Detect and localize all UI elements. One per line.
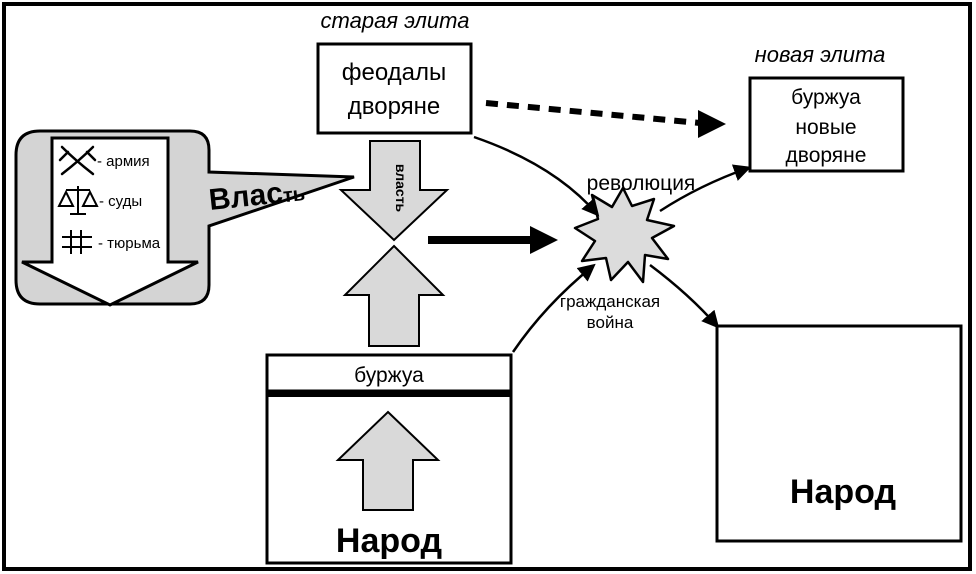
old-elite-line-1: феодалы — [342, 59, 447, 86]
callout-label: Власть — [207, 174, 306, 217]
people-up-arrow — [335, 410, 441, 511]
bourgeoisie-header-label: буржуа — [354, 364, 424, 387]
old-elite-title: старая элита — [321, 8, 470, 33]
arrow-old-to-revolution — [473, 135, 600, 217]
power-down-arrow — [21, 136, 199, 307]
new-elite-line-3: дворяне — [786, 144, 867, 167]
item-label-army: - армия — [97, 153, 150, 170]
new-elite-line-1: буржуа — [791, 86, 861, 109]
prison-grid-icon — [62, 230, 92, 254]
vertical-power-label: власть — [393, 164, 409, 213]
new-elite-title: новая элита — [755, 42, 886, 67]
rising-up-arrow — [342, 244, 446, 347]
people-label-left: Народ — [336, 522, 442, 560]
dashed-succession-arrow — [485, 100, 701, 126]
dashed-arrow-head — [698, 110, 726, 138]
old-elite-box — [316, 42, 473, 135]
old-elite-line-2: дворяне — [348, 93, 441, 120]
revolution-burst-icon — [573, 186, 676, 284]
item-label-prison: - тюрьма — [98, 235, 161, 252]
crossed-swords-icon — [58, 145, 97, 176]
box-header-band — [267, 391, 511, 397]
civil-war-label-1: гражданская — [560, 292, 660, 311]
thick-arrow-head — [530, 226, 558, 254]
people-box-right — [715, 324, 963, 543]
vertical-power-arrow — [338, 140, 450, 242]
arrow-revolution-to-people — [649, 264, 720, 329]
scales-icon — [57, 186, 99, 215]
civil-war-label-2: война — [587, 313, 634, 332]
new-elite-box — [748, 76, 905, 173]
revolution-label: революция — [587, 172, 696, 195]
arrow-revolution-to-new-elite — [659, 164, 752, 213]
people-label-right: Народ — [790, 473, 896, 511]
arrow-bourgeoisie-to-revolution — [511, 263, 596, 353]
new-elite-line-2: новые — [795, 116, 856, 139]
item-label-courts: - суды — [99, 193, 142, 210]
